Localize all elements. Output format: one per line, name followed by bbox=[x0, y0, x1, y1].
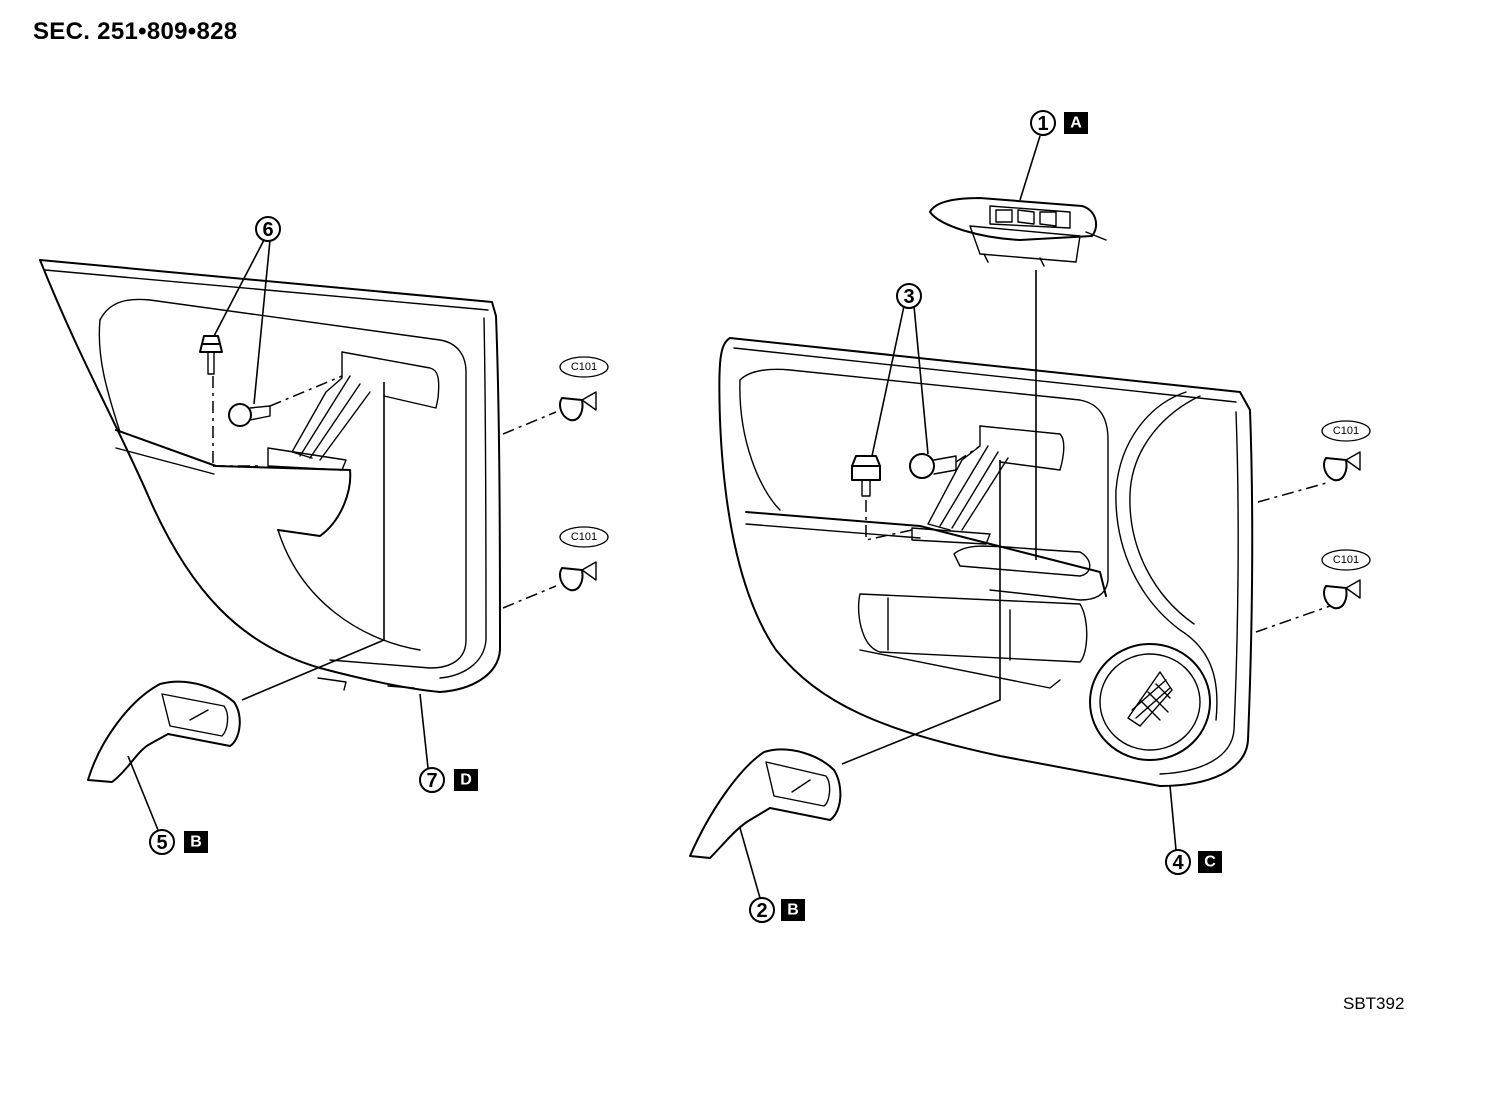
rear-inside-handle-escutcheon bbox=[87, 680, 241, 783]
callout-6: 6 bbox=[213, 216, 281, 405]
svg-text:C101: C101 bbox=[571, 361, 597, 373]
svg-text:3: 3 bbox=[903, 286, 914, 308]
leader-left-handle-vert bbox=[241, 382, 385, 701]
rear-door-trim-panel bbox=[39, 259, 501, 693]
leader-left-clip-2 bbox=[502, 585, 557, 609]
clip-c101-right-lower: C101 bbox=[1321, 549, 1371, 610]
callout-4: 4 C bbox=[1165, 785, 1222, 875]
clip-c101-left-upper: C101 bbox=[559, 356, 609, 422]
svg-text:C: C bbox=[1204, 854, 1216, 871]
leader-right-clip-2 bbox=[1255, 605, 1331, 633]
clip-c101-left-lower: C101 bbox=[559, 526, 609, 592]
svg-text:B: B bbox=[787, 902, 799, 919]
leader-left-handle bbox=[269, 375, 343, 407]
svg-text:1: 1 bbox=[1037, 113, 1048, 135]
power-window-switch bbox=[929, 197, 1107, 267]
callout-7: 7 D bbox=[419, 693, 478, 793]
front-inside-handle-escutcheon bbox=[689, 748, 842, 859]
svg-text:C101: C101 bbox=[1333, 554, 1359, 566]
svg-text:6: 6 bbox=[262, 219, 273, 241]
callout-1: 1 A bbox=[1019, 110, 1088, 201]
leader-right-handle-vert bbox=[841, 460, 1001, 765]
front-door-trim-panel bbox=[718, 337, 1254, 787]
screw-3b-icon bbox=[909, 453, 957, 479]
figure-code: SBT392 bbox=[1343, 994, 1405, 1013]
svg-text:C101: C101 bbox=[571, 531, 597, 543]
callout-5: 5 B bbox=[127, 755, 208, 855]
leader-right-clip-1 bbox=[1257, 481, 1331, 503]
callout-2: 2 B bbox=[739, 827, 805, 923]
clip-c101-right-upper: C101 bbox=[1321, 420, 1371, 482]
screw-6b-icon bbox=[228, 403, 271, 427]
section-title: SEC. 251•809•828 bbox=[33, 18, 238, 45]
svg-text:5: 5 bbox=[156, 832, 167, 854]
screw-6a-icon bbox=[199, 335, 223, 375]
svg-text:2: 2 bbox=[756, 900, 767, 922]
screw-3a-icon bbox=[851, 455, 881, 497]
svg-text:4: 4 bbox=[1172, 852, 1184, 874]
svg-text:B: B bbox=[190, 834, 202, 851]
leader-left-clip-1 bbox=[502, 411, 557, 435]
leader-right-handle bbox=[955, 445, 981, 463]
svg-text:C101: C101 bbox=[1333, 425, 1359, 437]
callout-3: 3 bbox=[871, 283, 929, 457]
svg-text:D: D bbox=[460, 772, 472, 789]
svg-text:A: A bbox=[1070, 115, 1082, 132]
svg-text:7: 7 bbox=[426, 770, 437, 792]
